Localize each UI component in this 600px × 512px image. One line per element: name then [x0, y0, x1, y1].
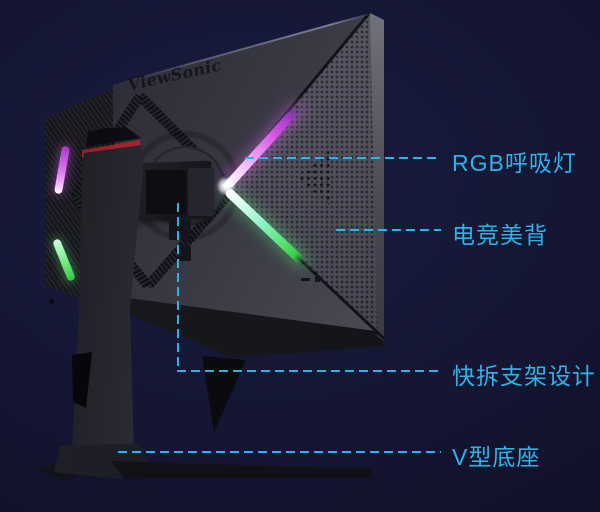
callout-dashed-line [245, 157, 441, 159]
rgb-left-strip-green [52, 238, 76, 282]
bracket-latch [178, 246, 191, 261]
stand-top-nub [97, 128, 121, 134]
callout-label-back-design: 电竞美背 [452, 222, 548, 248]
bracket-tab [169, 220, 191, 240]
rear-port-mark [315, 277, 320, 282]
rear-port-mark [301, 278, 310, 281]
rgb-light-strip-green [223, 187, 307, 267]
callout-dashed-line [177, 370, 441, 372]
callout-label-v-base: V型底座 [452, 444, 541, 470]
bracket-face [188, 168, 214, 216]
bracket-recess [146, 170, 186, 214]
callout-dashed-line [118, 451, 441, 453]
viewsonic-logo: ViewSonic [126, 55, 224, 95]
rgb-left-strip-magenta [53, 145, 71, 195]
screw-dot [49, 299, 54, 304]
callout-label-quick-release: 快拆支架设计 [452, 363, 596, 389]
callout-label-rgb-light: RGB呼吸灯 [452, 150, 577, 176]
callout-dashed-line [336, 229, 441, 231]
rgb-light-strip-magenta [223, 103, 303, 190]
rgb-strip-vertex-glow [217, 177, 235, 195]
callout-dashed-line-vertical [177, 203, 179, 371]
